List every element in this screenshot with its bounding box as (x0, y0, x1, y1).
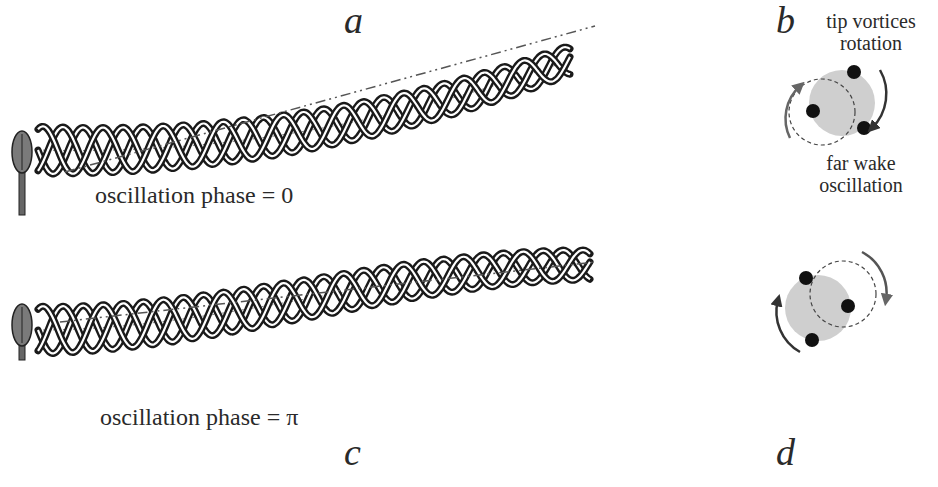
wake-axis (65, 26, 595, 172)
panel-letter: b (776, 0, 795, 42)
tip-vortex-core (38, 57, 570, 174)
vortex-wakes (38, 47, 590, 353)
tip-vortex (38, 57, 570, 174)
annotation: tip vortices rotation (810, 10, 932, 54)
panel-letter: d (776, 432, 795, 474)
tip-vortex (38, 250, 590, 353)
turbine-symbol (12, 131, 32, 215)
tip-vortex-core (38, 54, 570, 173)
tip-vortex (38, 54, 570, 173)
cross-section-d (776, 252, 886, 352)
tip-vortex (38, 47, 570, 174)
panel-letter: a (344, 0, 363, 42)
annotation: oscillation phase = 0 (95, 182, 293, 208)
tip-vortex-core (38, 250, 590, 353)
annotation: far wake oscillation (800, 152, 922, 196)
tip-vortex-core (38, 250, 590, 352)
tip-vortex (38, 250, 590, 352)
wake-axis (60, 262, 595, 322)
cross-section-b (786, 65, 887, 145)
annotation: oscillation phase = π (100, 404, 298, 430)
turbine-symbol (12, 304, 32, 360)
panel-letter: c (344, 432, 361, 474)
tip-vortex-core (38, 47, 570, 174)
